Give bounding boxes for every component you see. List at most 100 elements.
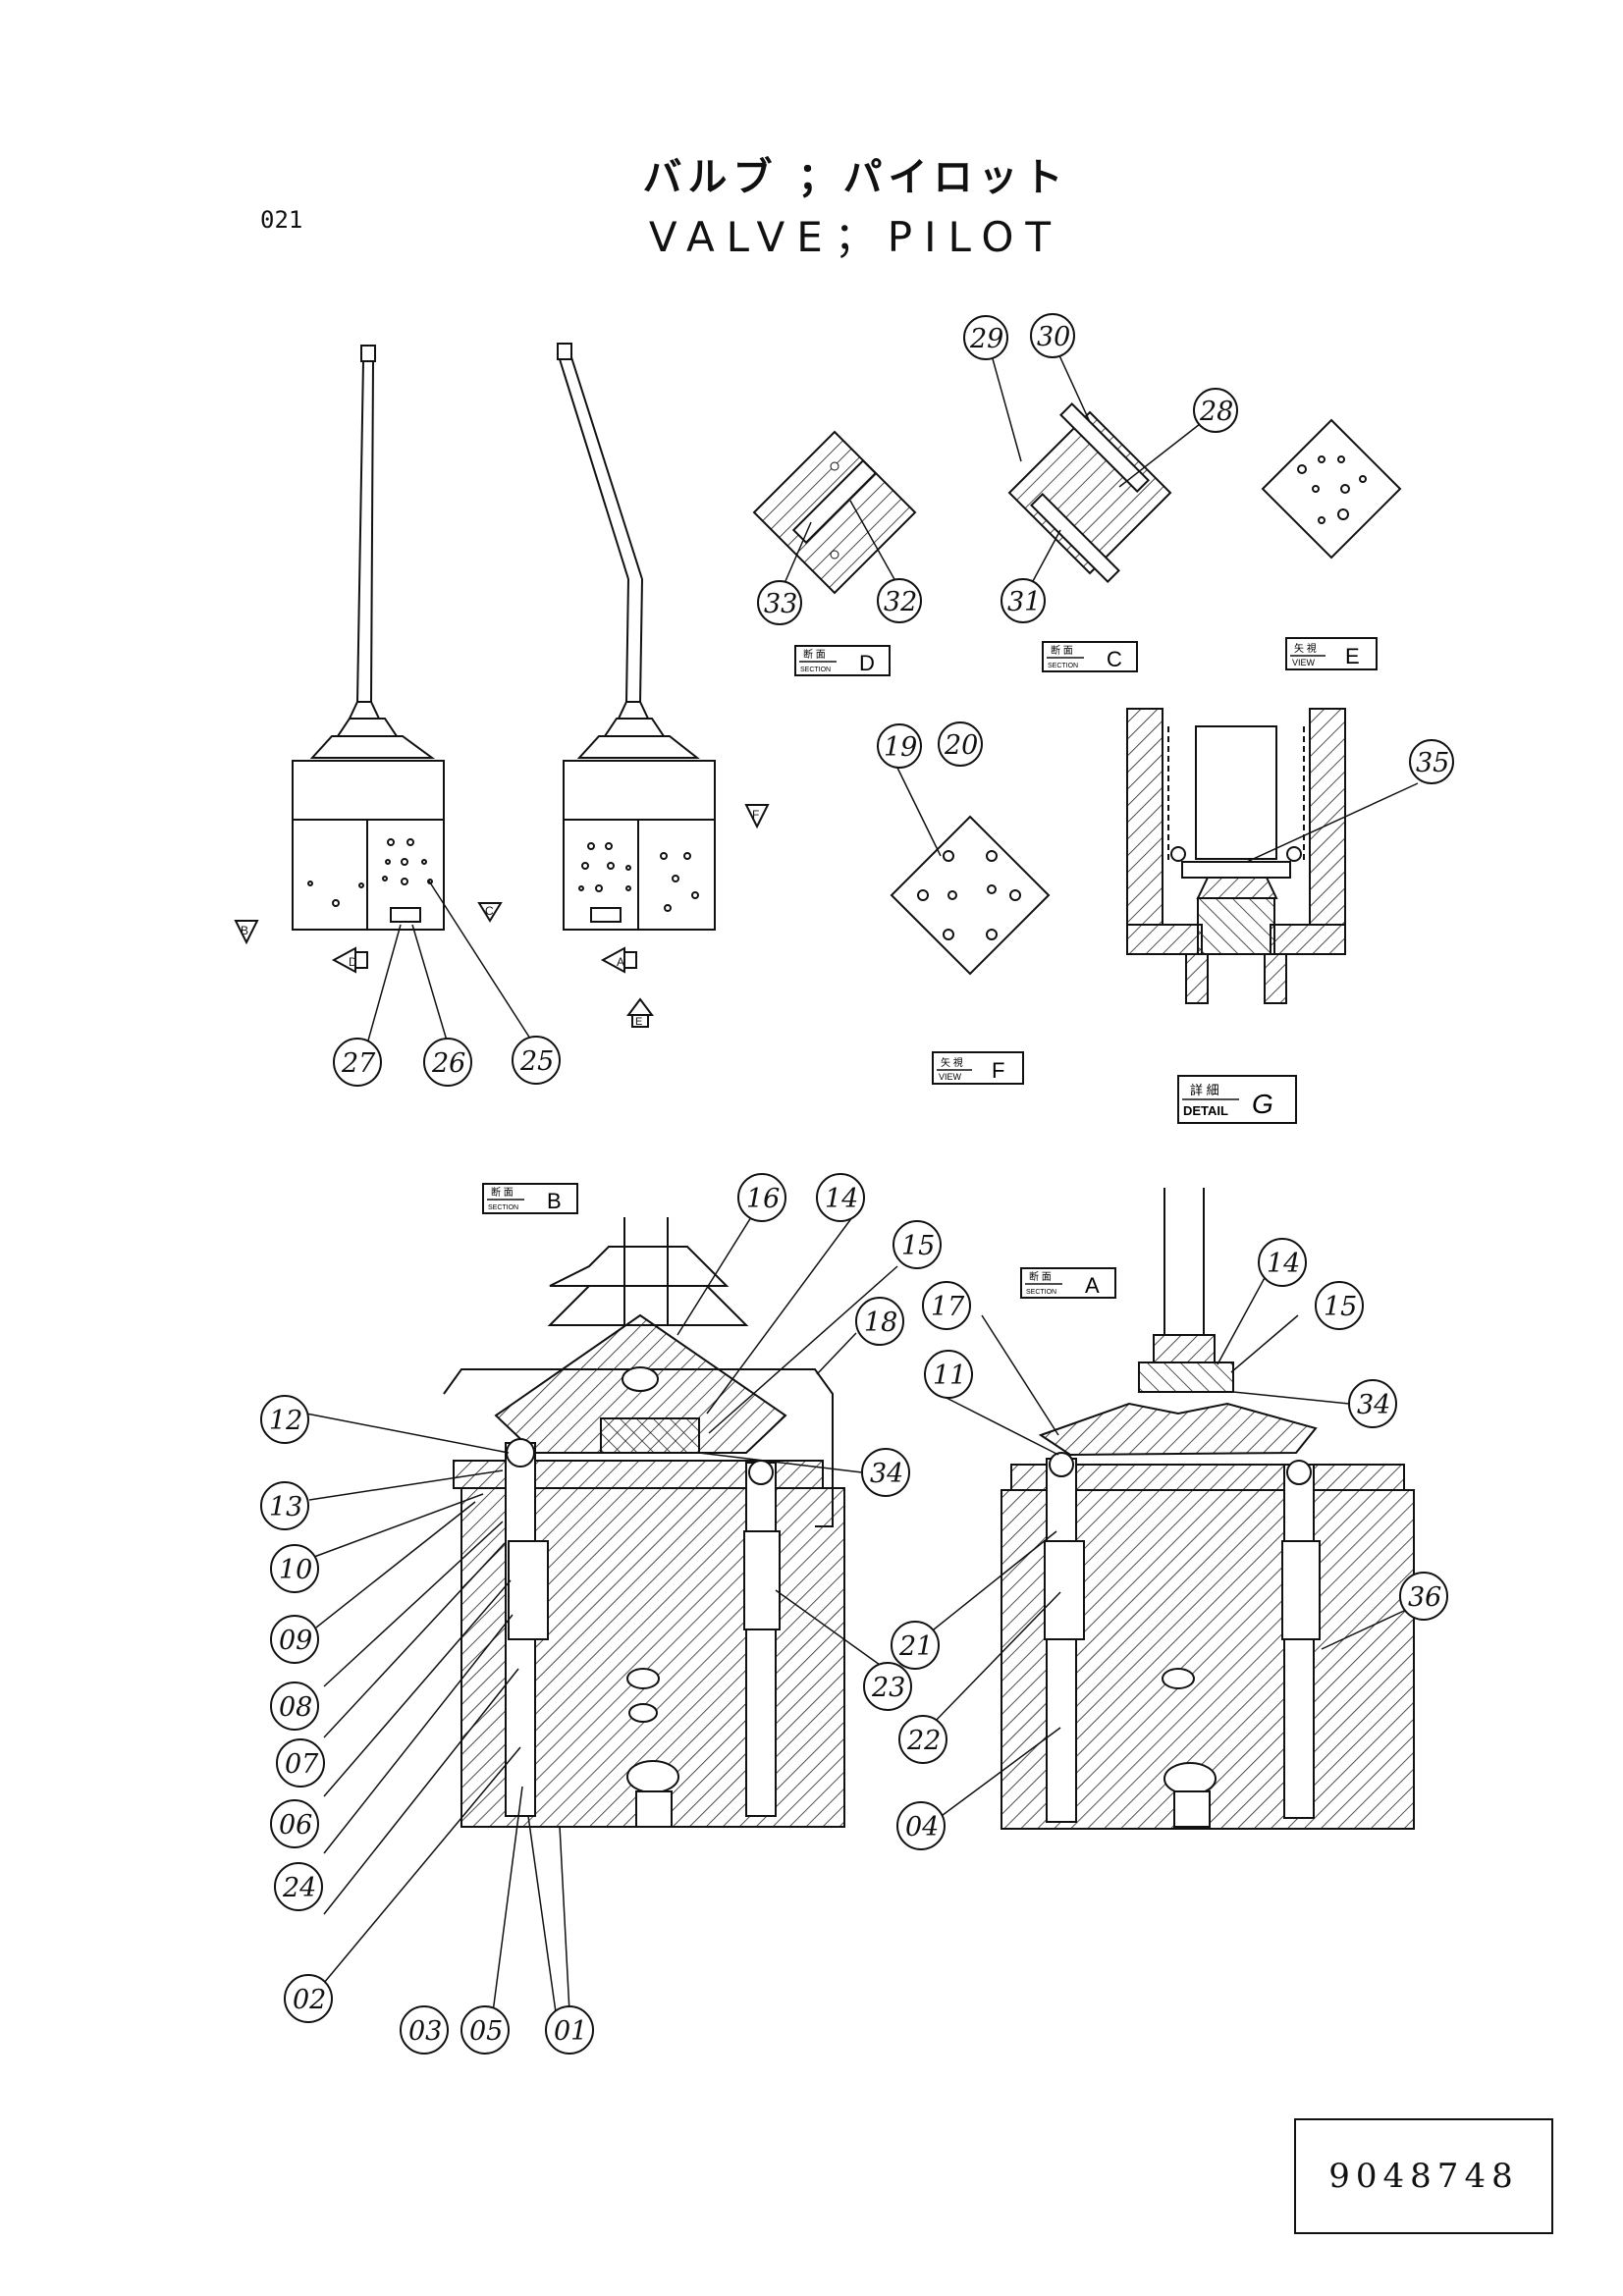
callout-05: 05 — [460, 2005, 510, 2055]
label-section-b: 断 面 SECTION B — [482, 1183, 578, 1214]
callout-22: 22 — [898, 1715, 947, 1764]
callout-14-right: 14 — [1258, 1238, 1307, 1287]
svg-text:断 面: 断 面 — [1029, 1270, 1052, 1283]
arrow-c: C — [477, 902, 503, 923]
callout-14-left: 14 — [816, 1173, 865, 1222]
section-a-drawing — [1001, 1188, 1415, 1830]
callout-30: 30 — [1030, 313, 1075, 358]
callout-33: 33 — [757, 580, 802, 625]
callout-16: 16 — [737, 1173, 786, 1222]
svg-text:01: 01 — [554, 2016, 587, 2047]
part-number: 9048748 — [1328, 2157, 1519, 2196]
label-view-e: 矢 視 VIEW E — [1285, 637, 1378, 670]
label-section-a: 断 面 SECTION A — [1020, 1267, 1116, 1299]
callout-15-right: 15 — [1315, 1281, 1364, 1330]
label-view-f: 矢 視 VIEW F — [932, 1051, 1024, 1085]
callout-18: 18 — [855, 1297, 904, 1346]
svg-text:F: F — [992, 1058, 1004, 1083]
svg-text:08: 08 — [279, 1692, 312, 1723]
leader-lines — [305, 352, 1419, 2013]
arrow-e: E — [626, 997, 654, 1028]
view-f-drawing — [890, 815, 1051, 976]
callout-20: 20 — [938, 721, 983, 767]
callout-03: 03 — [400, 2005, 449, 2055]
svg-text:断 面: 断 面 — [491, 1186, 514, 1199]
svg-text:D: D — [349, 955, 357, 969]
svg-text:31: 31 — [1007, 587, 1041, 617]
callout-25: 25 — [512, 1036, 561, 1085]
callout-36: 36 — [1399, 1572, 1448, 1621]
callout-32: 32 — [877, 578, 922, 623]
svg-text:D: D — [859, 651, 875, 675]
svg-text:32: 32 — [884, 587, 917, 617]
label-detail-g: 詳 細 DETAIL G — [1177, 1075, 1297, 1124]
arrow-b: B — [234, 920, 259, 945]
svg-text:F: F — [752, 808, 759, 822]
svg-text:34: 34 — [870, 1459, 903, 1489]
svg-text:06: 06 — [279, 1810, 312, 1841]
svg-text:矢 視: 矢 視 — [941, 1056, 963, 1069]
svg-text:09: 09 — [279, 1626, 312, 1656]
callout-12: 12 — [260, 1395, 309, 1444]
svg-text:27: 27 — [341, 1048, 376, 1079]
svg-text:22: 22 — [906, 1726, 941, 1756]
svg-text:29: 29 — [969, 324, 1003, 354]
svg-text:C: C — [485, 904, 494, 918]
svg-text:36: 36 — [1408, 1582, 1441, 1613]
svg-text:断 面: 断 面 — [1051, 644, 1073, 657]
svg-text:17: 17 — [931, 1292, 965, 1322]
section-d-drawing — [752, 430, 917, 595]
callout-06: 06 — [270, 1799, 319, 1848]
part-number-box: 9048748 — [1294, 2118, 1553, 2234]
callout-19: 19 — [877, 723, 922, 769]
svg-text:20: 20 — [944, 730, 978, 761]
callout-11: 11 — [924, 1350, 973, 1399]
svg-text:23: 23 — [871, 1673, 905, 1703]
callout-10: 10 — [270, 1544, 319, 1593]
svg-text:C: C — [1107, 647, 1122, 671]
page-code: 021 — [260, 206, 303, 234]
svg-text:11: 11 — [933, 1361, 966, 1391]
svg-text:E: E — [635, 1016, 642, 1028]
svg-text:03: 03 — [408, 2016, 442, 2047]
callout-26: 26 — [423, 1038, 472, 1087]
callout-23: 23 — [863, 1662, 912, 1711]
callout-08: 08 — [270, 1682, 319, 1731]
arrow-a-left: A — [600, 946, 637, 974]
view-arrows: B D C F A E — [234, 804, 770, 1028]
svg-text:25: 25 — [519, 1046, 554, 1077]
svg-text:14: 14 — [825, 1184, 858, 1214]
svg-text:A: A — [1085, 1273, 1100, 1298]
svg-text:矢 視: 矢 視 — [1294, 642, 1317, 655]
svg-text:VIEW: VIEW — [939, 1072, 962, 1082]
svg-text:A: A — [617, 955, 624, 969]
callout-35: 35 — [1409, 739, 1454, 784]
callout-21: 21 — [891, 1621, 940, 1670]
callout-29: 29 — [963, 315, 1008, 360]
svg-text:SECTION: SECTION — [1048, 663, 1078, 669]
callout-07: 07 — [276, 1738, 325, 1788]
callout-34-left: 34 — [861, 1448, 910, 1497]
svg-text:24: 24 — [282, 1873, 316, 1903]
callout-31: 31 — [1001, 578, 1046, 623]
svg-text:33: 33 — [764, 589, 797, 619]
svg-text:13: 13 — [269, 1492, 302, 1522]
section-c-drawing — [1007, 402, 1172, 583]
callout-15-left: 15 — [893, 1220, 942, 1269]
svg-text:05: 05 — [469, 2016, 503, 2047]
svg-text:04: 04 — [905, 1812, 939, 1842]
svg-text:G: G — [1252, 1089, 1273, 1119]
label-section-c: 断 面 SECTION C — [1042, 641, 1138, 672]
callout-04: 04 — [896, 1801, 946, 1850]
joystick-external-view-2 — [557, 343, 716, 931]
detail-g-drawing — [1126, 708, 1346, 1004]
svg-text:15: 15 — [1324, 1292, 1357, 1322]
svg-text:28: 28 — [1199, 397, 1233, 427]
svg-text:SECTION: SECTION — [1026, 1289, 1056, 1296]
joystick-external-view-1 — [292, 345, 445, 931]
svg-text:SECTION: SECTION — [488, 1204, 518, 1211]
svg-text:VIEW: VIEW — [1292, 658, 1316, 667]
svg-text:SECTION: SECTION — [800, 667, 831, 673]
svg-text:B: B — [547, 1189, 562, 1213]
